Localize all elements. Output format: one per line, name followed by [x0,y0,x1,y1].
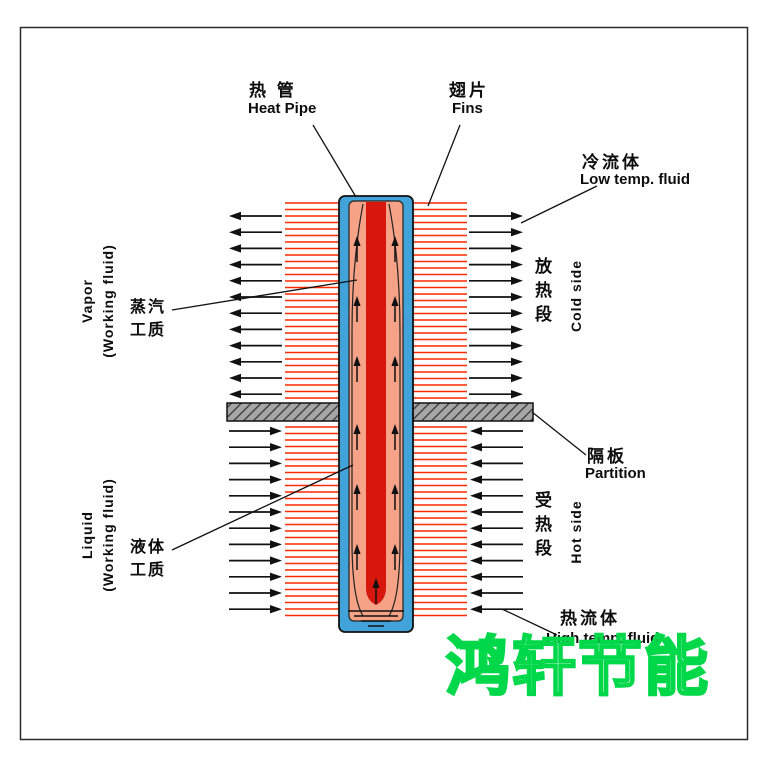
leader-lines [171,124,598,636]
label-vapor-zh-line1: 蒸汽 [130,299,167,316]
leader-hot-fluid [501,608,558,636]
wick-boundary-left [351,203,364,617]
leader-partition [531,411,587,456]
label-fins-en: Fins [452,100,483,117]
wick-boundary-right [388,203,401,617]
label-cold-side-en: Cold side [568,260,584,333]
label-liquid-zh-line1: 液体 [130,539,167,556]
label-cold-fluid-en: Low temp. fluid [580,171,690,188]
label-cold-section-zh: 放热段 [532,257,551,329]
label-liquid-en: Liquid (Working fluid) [77,444,119,626]
label-heat-pipe-zh: 热 管 [249,81,297,100]
heat-pipe-body [338,195,414,633]
liquid-pool-lines [348,610,404,627]
label-hot-side-en: Hot side [568,500,584,564]
leader-heat-pipe [312,124,357,198]
label-liquid-en-line2: (Working fluid) [100,478,116,592]
fluid-flow-arrows [229,211,523,614]
label-vapor-en: Vapor (Working fluid) [77,210,119,392]
label-partition-en: Partition [585,465,646,482]
label-vapor-zh-line2: 工质 [130,322,167,339]
label-vapor-en-line2: (Working fluid) [100,244,116,358]
label-vapor-zh: 蒸汽 工质 [130,296,166,342]
label-liquid-zh: 液体 工质 [130,536,166,582]
label-partition-zh: 隔板 [587,447,627,466]
diagram-border [19,26,749,741]
pipe-vapor-core [366,202,386,605]
label-hot-fluid-en: High temp. fluid [546,630,660,647]
label-fins-zh: 翅片 [449,81,489,100]
leader-vapor [171,279,358,311]
label-hot-section-zh: 受热段 [532,491,551,563]
leader-liquid [171,464,354,551]
label-vapor-en-line1: Vapor [79,279,95,323]
label-liquid-en-line1: Liquid [79,511,95,559]
label-cold-fluid-zh: 冷流体 [582,153,642,172]
leader-cold-fluid [520,185,598,224]
label-liquid-zh-line2: 工质 [130,562,167,579]
label-heat-pipe-en: Heat Pipe [248,100,317,117]
internal-circulation-arrows [353,236,399,604]
leader-fins [427,124,461,207]
label-hot-fluid-zh: 热流体 [560,609,620,628]
fin-array [285,202,467,617]
watermark: 鸿轩节能 [445,630,710,705]
